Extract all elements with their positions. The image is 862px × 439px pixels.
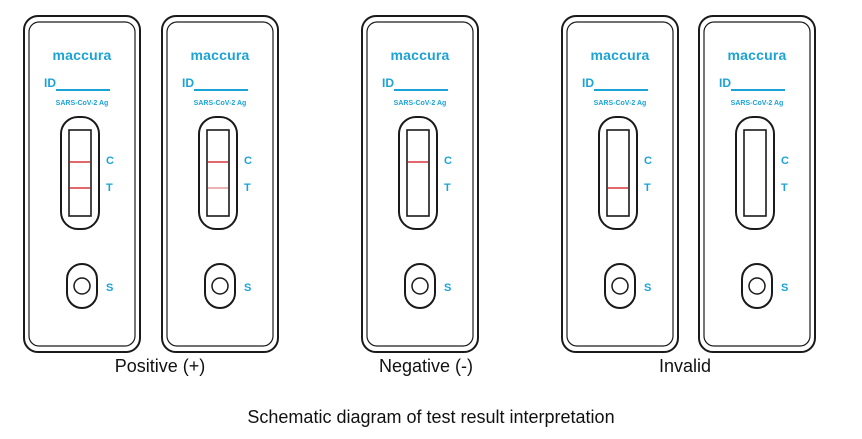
id-label: ID	[182, 76, 194, 90]
cassette-inner-border	[28, 21, 136, 347]
assay-label: SARS-CoV-2 Ag	[593, 100, 647, 107]
test-mark: T	[106, 182, 113, 194]
id-label: ID	[582, 76, 594, 90]
cassette-outline	[361, 15, 479, 353]
assay-label: SARS-CoV-2 Ag	[730, 100, 784, 107]
brand-logo: maccura	[727, 47, 787, 63]
control-mark: C	[644, 155, 652, 167]
control-mark: C	[444, 155, 452, 167]
result-window	[206, 129, 230, 217]
id-write-line	[56, 89, 110, 91]
result-window	[68, 129, 92, 217]
brand-logo: maccura	[390, 47, 450, 63]
control-mark: C	[244, 155, 252, 167]
brand-logo: maccura	[52, 47, 112, 63]
test-mark: T	[444, 182, 451, 194]
result-group-label: Negative (-)	[378, 356, 474, 376]
cassette-inner-border	[366, 21, 474, 347]
result-window-frame	[398, 116, 438, 230]
diagram-caption: Schematic diagram of test result interpr…	[247, 407, 615, 427]
sample-well	[748, 277, 766, 295]
id-label: ID	[382, 76, 394, 90]
assay-label: SARS-CoV-2 Ag	[193, 100, 247, 107]
sample-well-frame	[604, 263, 636, 309]
assay-label: SARS-CoV-2 Ag	[55, 100, 109, 107]
result-window-frame	[735, 116, 775, 230]
result-window-frame	[198, 116, 238, 230]
sample-mark: S	[244, 282, 252, 294]
cassette-inner-border	[166, 21, 274, 347]
brand-logo: maccura	[590, 47, 650, 63]
sample-well-frame	[66, 263, 98, 309]
cassette-inner-border	[566, 21, 674, 347]
sample-well	[411, 277, 429, 295]
cassette-outline	[561, 15, 679, 353]
cassette-inner-border	[703, 21, 811, 347]
id-write-line	[731, 89, 785, 91]
cassette-outline	[161, 15, 279, 353]
result-group-label: Positive (+)	[114, 356, 206, 376]
id-label: ID	[44, 76, 56, 90]
assay-label: SARS-CoV-2 Ag	[393, 100, 447, 107]
cassette-outline	[23, 15, 141, 353]
test-mark: T	[244, 182, 251, 194]
sample-well-frame	[204, 263, 236, 309]
result-window	[743, 129, 767, 217]
id-label: ID	[719, 76, 731, 90]
cassette-outline	[698, 15, 816, 353]
test-mark: T	[781, 182, 788, 194]
sample-well	[73, 277, 91, 295]
sample-mark: S	[444, 282, 452, 294]
result-window	[606, 129, 630, 217]
sample-well	[611, 277, 629, 295]
sample-mark: S	[106, 282, 114, 294]
control-mark: C	[781, 155, 789, 167]
sample-well	[211, 277, 229, 295]
brand-logo: maccura	[190, 47, 250, 63]
sample-mark: S	[781, 282, 789, 294]
id-write-line	[194, 89, 248, 91]
result-window-frame	[598, 116, 638, 230]
sample-well-frame	[404, 263, 436, 309]
result-window-frame	[60, 116, 100, 230]
id-write-line	[594, 89, 648, 91]
control-mark: C	[106, 155, 114, 167]
test-mark: T	[644, 182, 651, 194]
sample-well-frame	[741, 263, 773, 309]
result-group-label: Invalid	[658, 356, 712, 376]
result-window	[406, 129, 430, 217]
sample-mark: S	[644, 282, 652, 294]
id-write-line	[394, 89, 448, 91]
